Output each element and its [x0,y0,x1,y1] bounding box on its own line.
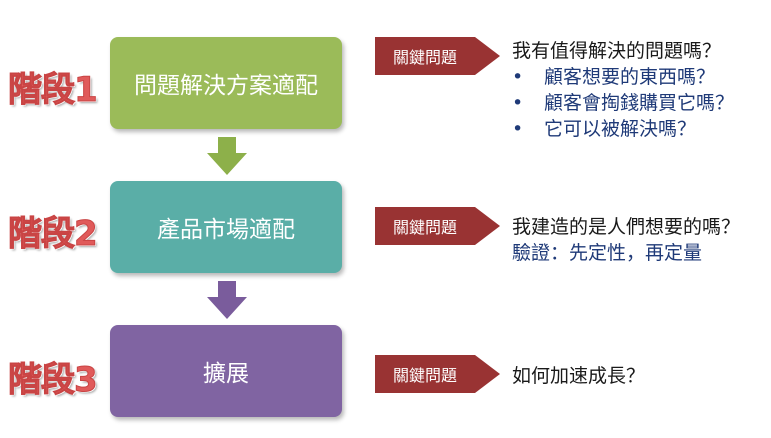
down-arrow-icon [207,281,247,319]
bullet-icon: • [512,92,524,114]
stage-1-bullet-list: •顧客想要的東西嗎？ •顧客會掏錢購買它嗎？ •它可以被解決嗎？ [512,64,734,142]
stage-2-validation-note: 驗證：先定性，再定量 [512,242,703,264]
stage-3-key-question-tag: 關鍵問題 [375,355,500,393]
stage-1-question: 我有值得解決的問題嗎？ [512,40,722,62]
stage-3-box: 擴展 [110,325,342,417]
stage-2-box: 產品市場適配 [110,181,342,273]
down-arrow-icon [207,137,247,175]
stage-2-label: 階段2 [8,214,99,255]
stage-3-question: 如何加速成長？ [512,365,646,387]
stage-2-question: 我建造的是人們想要的嗎？ [512,216,741,238]
list-item: •它可以被解決嗎？ [512,118,697,140]
stage-3-label: 階段3 [8,360,99,401]
stage-1-box: 問題解決方案適配 [110,37,342,129]
stage-2-key-question-tag: 關鍵問題 [375,207,500,245]
list-item: •顧客會掏錢購買它嗎？ [512,92,735,114]
stage-1-key-question-tag: 關鍵問題 [375,37,500,75]
stage-2-question-block: 我建造的是人們想要的嗎？ 驗證：先定性，再定量 [512,214,740,266]
bullet-icon: • [512,66,524,88]
bullet-icon: • [512,118,524,140]
stage-1-label: 階段1 [8,70,99,111]
list-item: •顧客想要的東西嗎？ [512,66,716,88]
